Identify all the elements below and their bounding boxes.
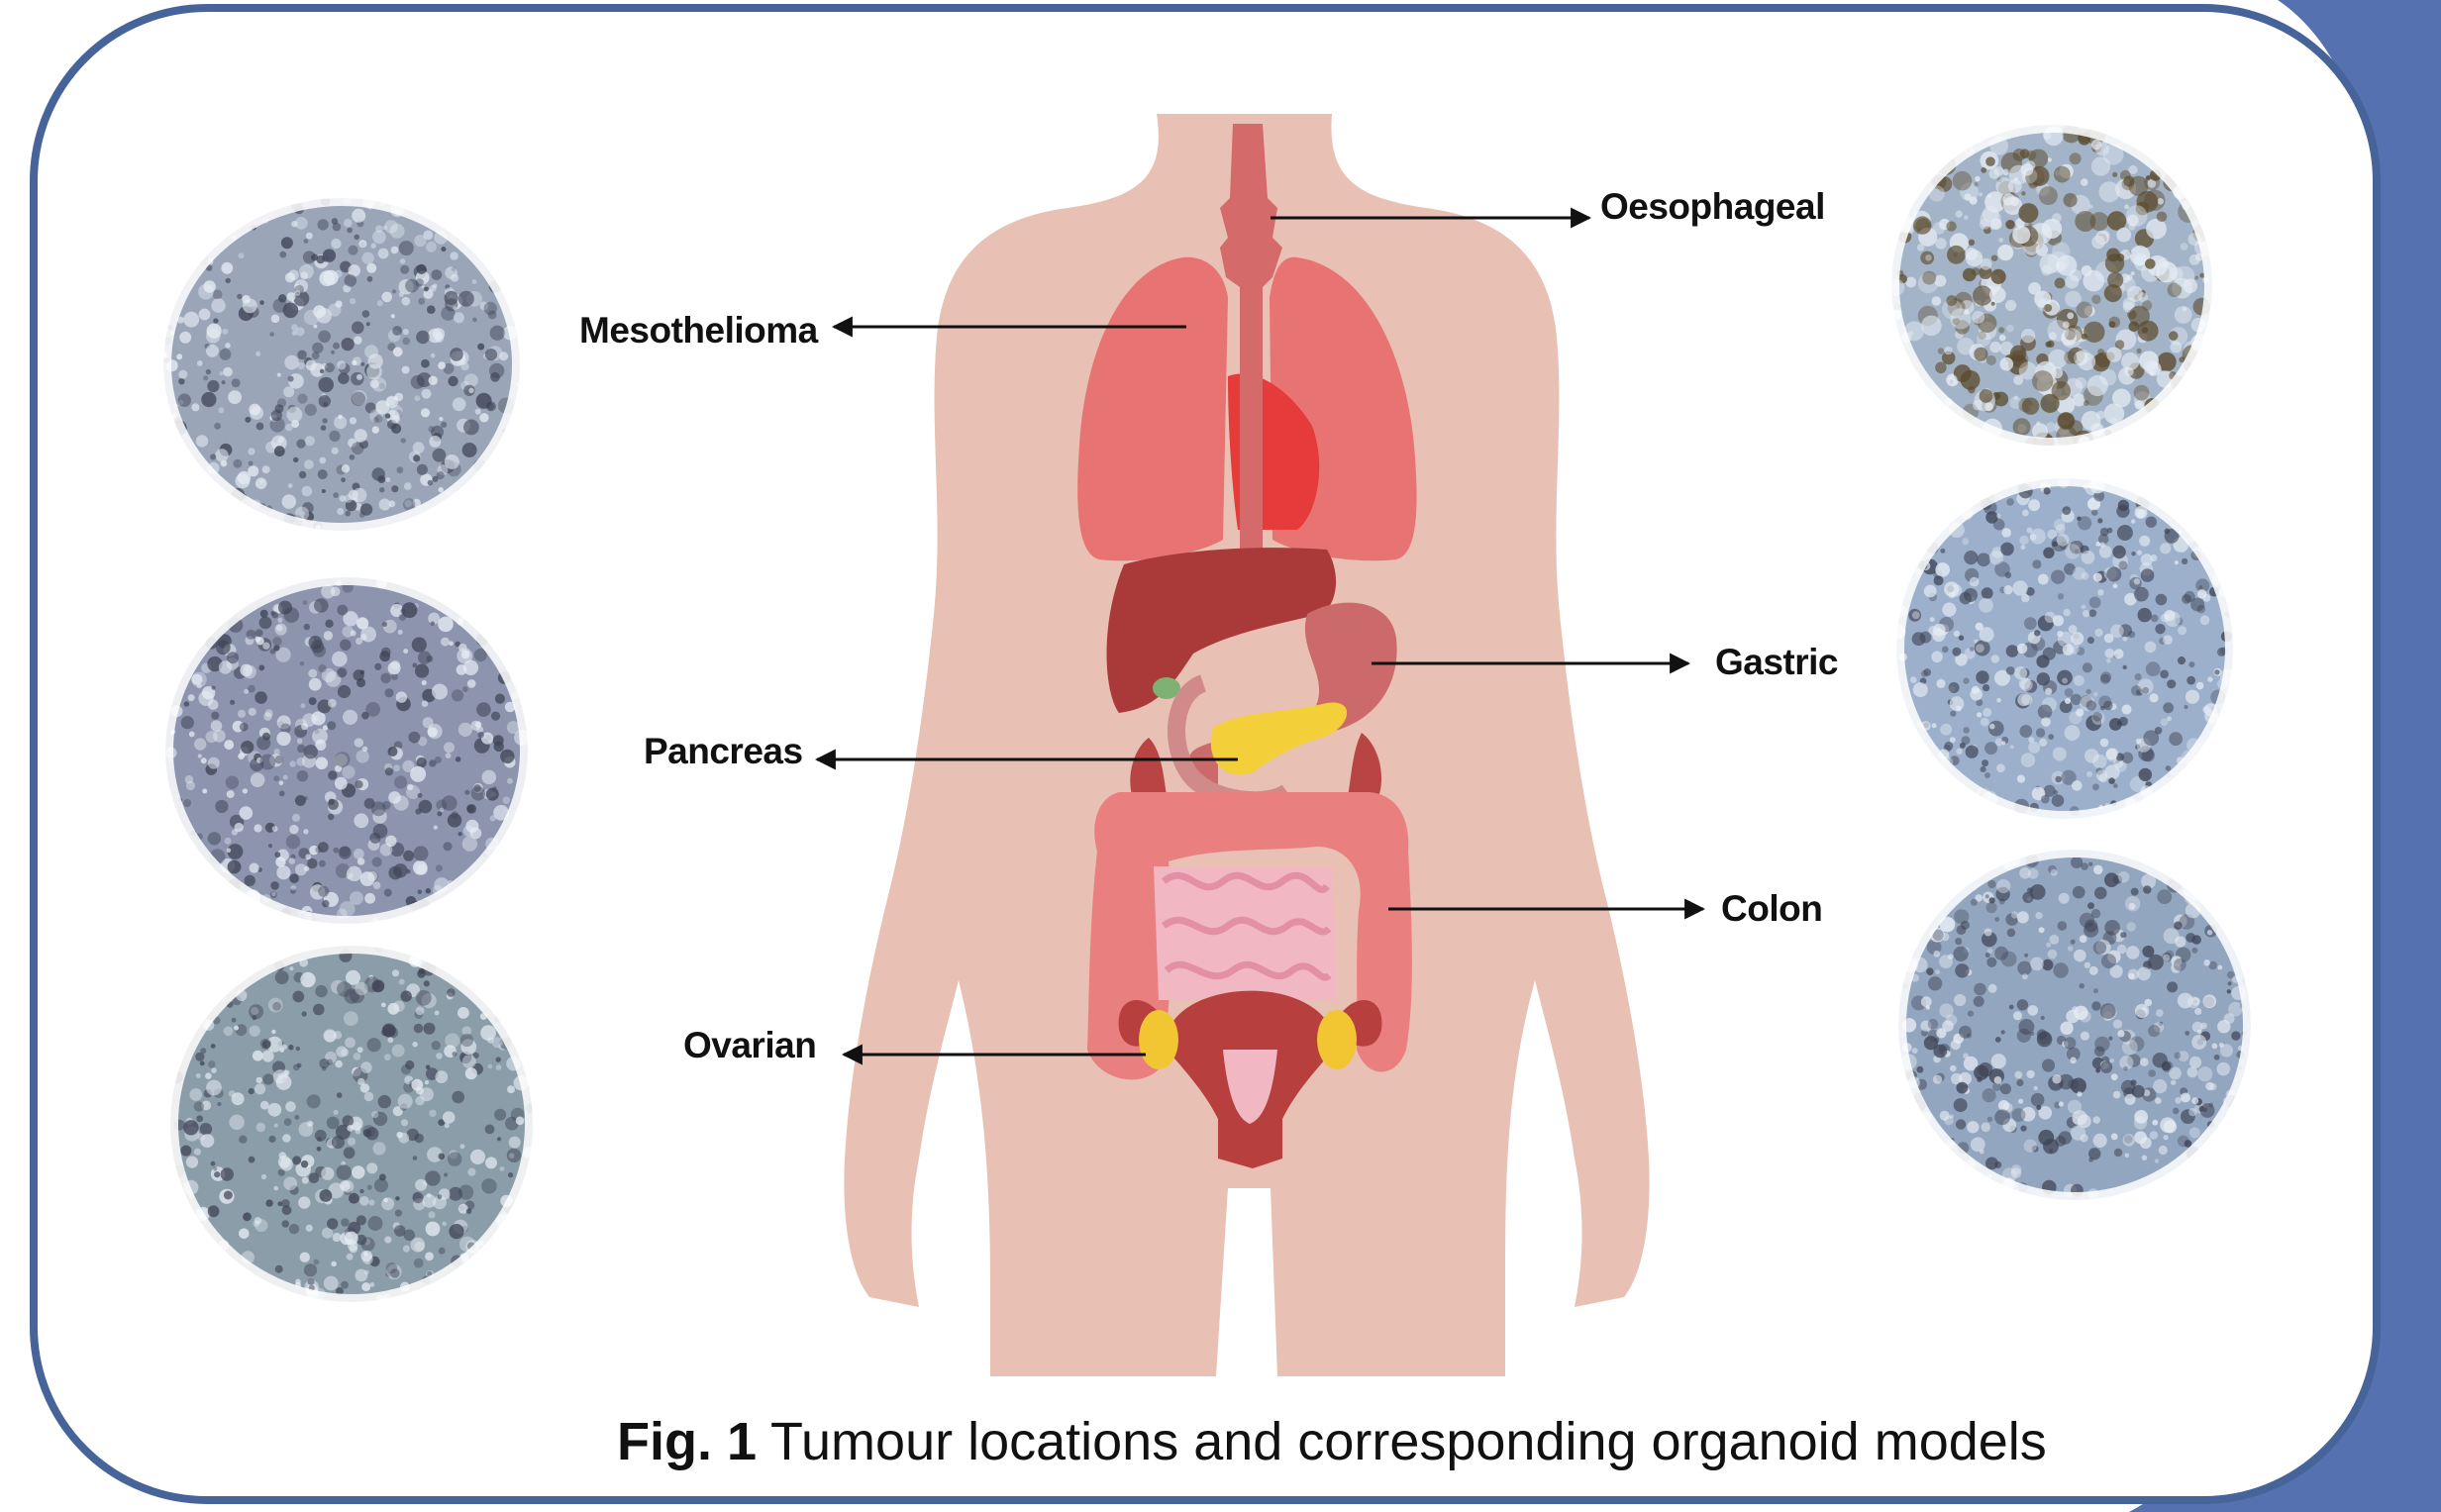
organoid-ovarian-image — [170, 945, 537, 1305]
label-gastric: Gastric — [1715, 642, 1838, 683]
small-intestine — [1154, 866, 1337, 1000]
label-colon: Colon — [1721, 888, 1822, 930]
label-mesothelioma: Mesothelioma — [579, 310, 818, 352]
ovary-right — [1139, 1010, 1178, 1069]
label-ovarian: Ovarian — [683, 1025, 816, 1066]
figure-caption: Fig. 1 Tumour locations and correspondin… — [617, 1411, 2047, 1472]
organoid-gastric-image — [1890, 476, 2235, 819]
ovary-left — [1317, 1010, 1357, 1069]
organoid-pancreas-image — [165, 577, 530, 926]
organoid-colon-image — [1898, 850, 2251, 1200]
organoid-oesophageal-image — [1888, 124, 2213, 454]
label-oesophageal: Oesophageal — [1600, 186, 1825, 228]
label-pancreas: Pancreas — [644, 731, 803, 772]
caption-text: Tumour locations and corresponding organ… — [757, 1412, 2047, 1471]
organoid-mesothelioma-image — [160, 194, 521, 531]
figure-number: Fig. 1 — [617, 1412, 757, 1471]
